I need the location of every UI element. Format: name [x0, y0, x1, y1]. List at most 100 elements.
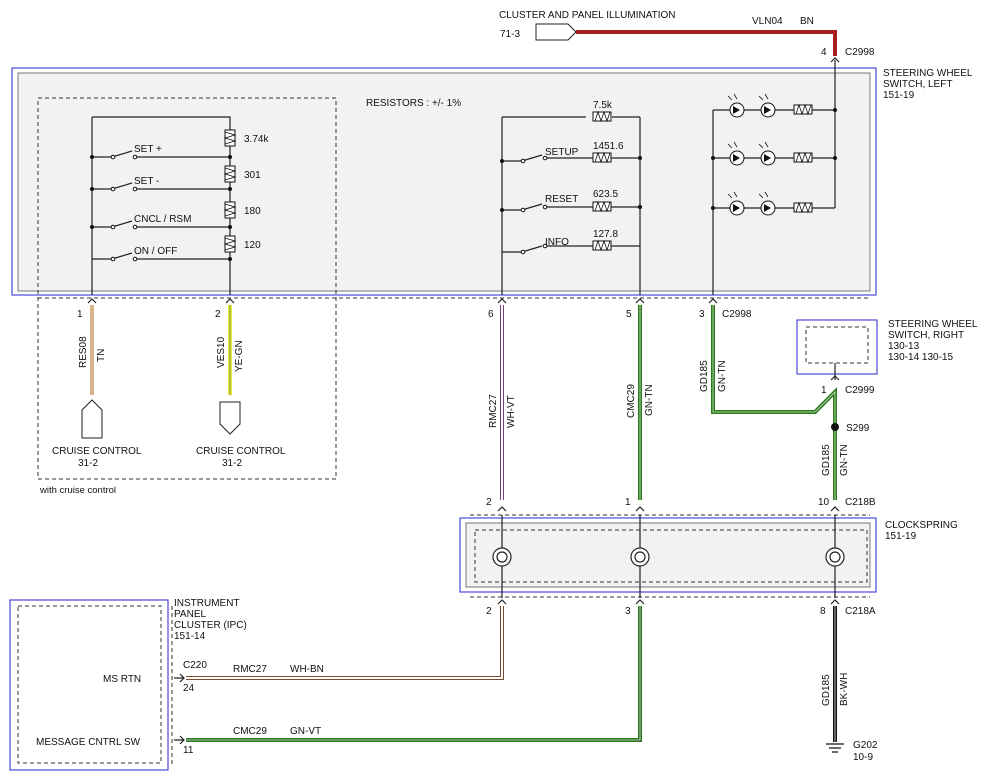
- cruise-top-rail: [92, 116, 231, 130]
- c2998-top-label: C2998: [845, 47, 875, 58]
- cruise-dest-2-ref: 31-2: [222, 458, 242, 469]
- g202-label: G202: [853, 740, 878, 751]
- c218a-label: C218A: [845, 606, 876, 617]
- ground-symbol: [826, 743, 844, 753]
- clockspring-box: [459, 517, 877, 593]
- c218b-label: C218B: [845, 497, 876, 508]
- c218b-pin-1: 1: [625, 497, 631, 508]
- c2999-label: C2999: [845, 385, 875, 396]
- res08-color: TN: [96, 349, 107, 362]
- pin-2: 2: [215, 309, 221, 320]
- illum-ref: 71-3: [500, 29, 520, 40]
- pin-3: 3: [699, 309, 705, 320]
- ves10-label: VES10: [216, 336, 227, 368]
- cruise-option-box: [37, 97, 337, 480]
- swr-line2: SWITCH, RIGHT: [888, 330, 964, 341]
- clockspring-inner: [474, 529, 868, 583]
- res08-label: RES08: [78, 336, 89, 368]
- ground-circuit: GD185: [821, 674, 832, 706]
- c218b-pin-10: 10: [818, 497, 830, 508]
- sw-cncl-rsm: CNCL / RSM: [134, 214, 191, 225]
- res-127: 127.8: [593, 229, 618, 240]
- pin-1: 1: [77, 309, 83, 320]
- clockspring-ref: 151-19: [885, 531, 917, 542]
- res-374k: 3.74k: [244, 134, 269, 145]
- sw-set-minus: SET -: [134, 176, 159, 187]
- cruise-switch-lines: [90, 150, 232, 262]
- sw-setup: SETUP: [545, 147, 579, 158]
- ipc-inner: [17, 605, 162, 764]
- wire-gd185-stripe: [712, 305, 836, 500]
- switch-left-body: [17, 72, 871, 292]
- illum-title: CLUSTER AND PANEL ILLUMINATION: [499, 10, 676, 21]
- res-120: 120: [244, 240, 261, 251]
- rmc27-ipc-label: RMC27: [233, 664, 267, 675]
- steering-wheel-switch-left-box: [11, 67, 877, 296]
- sw-reset: RESET: [545, 194, 578, 205]
- cruise-connector-1: [81, 399, 103, 439]
- pin-arrows-c218b: [497, 506, 840, 512]
- c218a-pin-3: 3: [625, 606, 631, 617]
- s299-circuit: GD185: [821, 444, 832, 476]
- steering-wheel-switch-right-box: [796, 319, 878, 375]
- wire-cmc29-gnvt-stripe: [186, 606, 641, 741]
- pin-24: 24: [183, 683, 195, 694]
- pin-arrows-c220: [174, 673, 185, 745]
- cmc29-ipc-label: CMC29: [233, 726, 267, 737]
- c2999-pin1: 1: [821, 385, 827, 396]
- pin-5: 5: [626, 309, 632, 320]
- ground-color: BK-WH: [839, 673, 850, 706]
- pin-arrows-c2998: [87, 298, 718, 304]
- cmc29-color: GN-TN: [644, 384, 655, 416]
- c218a-pin-2: 2: [486, 606, 492, 617]
- swr-line1: STEERING WHEEL: [888, 319, 978, 330]
- c218a-pin-8: 8: [820, 606, 826, 617]
- clockspring-title: CLOCKSPRING: [885, 520, 958, 531]
- ipc-line4: 151-14: [174, 631, 206, 642]
- cmc29-ipc-color: GN-VT: [290, 726, 321, 737]
- c2998-pin4: 4: [821, 47, 827, 58]
- pin-arrow-top: [830, 57, 840, 63]
- cruise-dest-1-ref: 31-2: [78, 458, 98, 469]
- clockspring-body: [465, 522, 871, 588]
- swl-line3: 151-19: [883, 90, 915, 101]
- illum-connector-shape: [535, 23, 577, 41]
- rmc27-label: RMC27: [488, 394, 499, 428]
- gd185-label: GD185: [699, 360, 710, 392]
- ves10-color: YE-GN: [234, 340, 245, 372]
- c218b-pin-2: 2: [486, 497, 492, 508]
- rmc27-color: WH-VT: [506, 395, 517, 428]
- swr-line3: 130-13: [888, 341, 920, 352]
- res-301: 301: [244, 170, 261, 181]
- wire-rmc27-whbn-inner: [186, 606, 503, 679]
- cruise-dest-2: CRUISE CONTROL: [196, 446, 286, 457]
- switch-right-inner: [805, 326, 869, 364]
- vln04-label: VLN04: [752, 16, 783, 27]
- swr-line4: 130-14 130-15: [888, 352, 953, 363]
- pin-6: 6: [488, 309, 494, 320]
- res-75k: 7.5k: [593, 100, 613, 111]
- swl-line1: STEERING WHEEL: [883, 68, 973, 79]
- pin-arrows-c218a: [497, 599, 840, 605]
- ms-rtn-label: MS RTN: [103, 674, 141, 685]
- vln04-color: BN: [800, 16, 814, 27]
- sw-set-plus: SET +: [134, 144, 162, 155]
- ipc-line2: PANEL: [174, 609, 206, 620]
- message-cntrl-sw-label: MESSAGE CNTRL SW: [36, 737, 141, 748]
- resistors-note: RESISTORS : +/- 1%: [366, 98, 461, 109]
- led-network: [711, 60, 837, 295]
- ipc-box: [9, 599, 169, 771]
- res-1451: 1451.6: [593, 141, 624, 152]
- res-623: 623.5: [593, 189, 618, 200]
- swl-line2: SWITCH, LEFT: [883, 79, 952, 90]
- c2998-lower-label: C2998: [722, 309, 752, 320]
- sw-info: INFO: [545, 237, 569, 248]
- cruise-note: with cruise control: [39, 485, 116, 496]
- gd185-color: GN-TN: [717, 360, 728, 392]
- cmc29-label: CMC29: [626, 384, 637, 418]
- g202-ref: 10-9: [853, 752, 873, 763]
- res-180: 180: [244, 206, 261, 217]
- cruise-dest-1: CRUISE CONTROL: [52, 446, 142, 457]
